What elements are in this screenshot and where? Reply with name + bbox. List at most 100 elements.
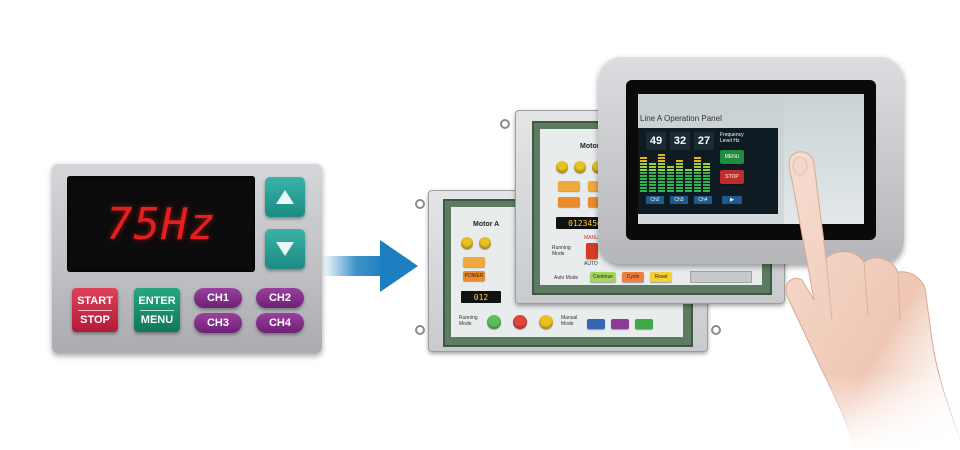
bar-segment (685, 169, 692, 171)
frequency-label: Frequency Level Hz (720, 132, 744, 144)
mini-button[interactable] (558, 197, 580, 207)
mini-button[interactable] (463, 257, 485, 267)
mount-hole (415, 325, 425, 335)
ch2-button[interactable]: CH2 (256, 288, 304, 308)
menu-button[interactable]: MENU (720, 150, 744, 164)
bar-segment (649, 163, 656, 165)
key-divider (140, 309, 174, 311)
mini-button[interactable] (558, 181, 580, 191)
stop-button[interactable]: STOP (720, 170, 744, 184)
channel-label: Ch2 (646, 196, 664, 204)
power-button[interactable]: POWER (463, 271, 485, 281)
bar-segment (658, 157, 665, 159)
ch3-button[interactable]: CH3 (194, 313, 242, 333)
auto-label: AUTO (584, 261, 598, 267)
channel-label: Ch4 (694, 196, 712, 204)
pointing-hand-icon (760, 140, 960, 450)
bar-segment (703, 181, 710, 183)
bar-segment (694, 181, 701, 183)
channel-label: Ch3 (670, 196, 688, 204)
bar-segment (676, 172, 683, 174)
lamp-indicator (574, 161, 586, 173)
level-bar (667, 166, 674, 192)
bar-segment (703, 190, 710, 192)
bar-segment (703, 184, 710, 186)
mini-button[interactable] (587, 319, 605, 329)
value-tile: 32 (670, 132, 690, 150)
bar-segment (649, 175, 656, 177)
level-bar (640, 157, 647, 192)
bar-segment (640, 187, 647, 189)
bar-segment (658, 163, 665, 165)
mount-hole (711, 325, 721, 335)
start-stop-button[interactable]: START STOP (72, 288, 118, 332)
counter-value: 0123456 (568, 218, 602, 228)
cycle-button[interactable]: Cycle (622, 272, 644, 282)
bar-segment (676, 178, 683, 180)
mode-switch[interactable] (586, 243, 598, 259)
bar-segment (658, 187, 665, 189)
enter-menu-button[interactable]: ENTER MENU (134, 288, 180, 332)
bar-segment (658, 160, 665, 162)
bar-segment (676, 163, 683, 165)
ch1-label: CH1 (206, 292, 229, 304)
reset-label: Reset (654, 274, 668, 280)
bar-segment (703, 172, 710, 174)
bar-segment (640, 184, 647, 186)
bar-segment (694, 169, 701, 171)
bar-segment (658, 184, 665, 186)
level-bar (694, 157, 701, 192)
lamp-indicator (556, 161, 568, 173)
value-tile: 27 (694, 132, 714, 150)
mount-hole (500, 119, 510, 129)
mini-button[interactable] (611, 319, 629, 329)
bar-segment (685, 190, 692, 192)
bar-segment (649, 178, 656, 180)
motor-title: Motor A (473, 221, 500, 228)
continue-button[interactable]: Continue (590, 272, 616, 282)
down-button[interactable] (265, 229, 305, 269)
running-mode-label: Running Mode (552, 245, 571, 257)
value-tile: 49 (646, 132, 666, 150)
level-bar (685, 169, 692, 192)
bar-segment (649, 169, 656, 171)
bar-segment (703, 169, 710, 171)
reset-button[interactable]: Reset (650, 272, 672, 282)
status-field (690, 271, 752, 283)
manual-label: MANUAL (584, 235, 605, 241)
up-button[interactable] (265, 177, 305, 217)
bar-segment (640, 163, 647, 165)
ch2-label: CH2 (268, 292, 291, 304)
bar-segment (640, 157, 647, 159)
level-bar (703, 163, 710, 192)
bar-segment (667, 184, 674, 186)
bar-segment (649, 187, 656, 189)
bar-segment (658, 190, 665, 192)
ch4-button[interactable]: CH4 (256, 313, 304, 333)
bar-segment (658, 172, 665, 174)
menu-label: MENU (140, 313, 174, 326)
bar-segment (694, 178, 701, 180)
bar-segment (676, 160, 683, 162)
bar-segment (694, 166, 701, 168)
motor-title: Motor A (580, 143, 607, 150)
manual-mode-label: Manual Mode (561, 315, 578, 327)
menu-label: MENU (724, 154, 740, 160)
mount-hole (415, 199, 425, 209)
triangle-down-icon (276, 242, 294, 256)
segment-display: 75Hz (67, 176, 255, 272)
display-readout: 75Hz (106, 198, 216, 250)
stop-label: STOP (725, 174, 739, 180)
mini-button[interactable] (635, 319, 653, 329)
lamp-indicator (513, 315, 527, 329)
bar-segment (694, 175, 701, 177)
bar-segment (694, 163, 701, 165)
ch1-button[interactable]: CH1 (194, 288, 242, 308)
bar-segment (640, 178, 647, 180)
bar-segment (667, 172, 674, 174)
play-button[interactable]: ▶ (722, 196, 742, 204)
bar-segment (676, 175, 683, 177)
counter-value: 012 (473, 292, 489, 302)
bar-segment (640, 169, 647, 171)
bar-segment (694, 160, 701, 162)
